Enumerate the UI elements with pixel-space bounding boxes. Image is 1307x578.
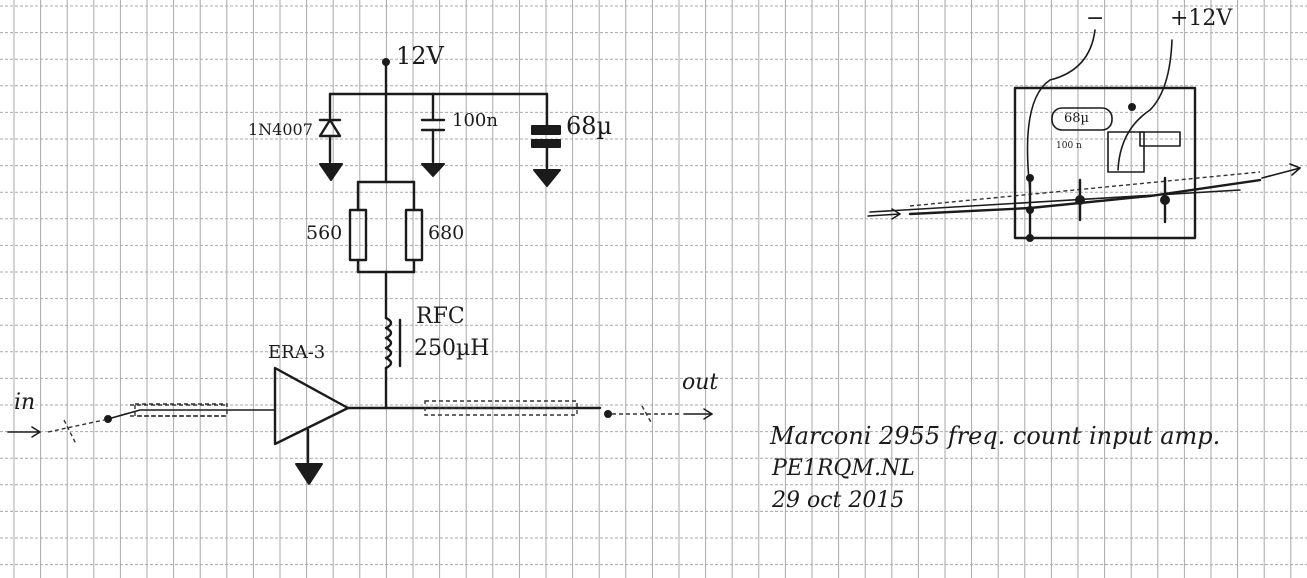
resistor2-label: 680 [428, 222, 465, 244]
note-title: Marconi 2955 freq. count input amp. [770, 422, 1221, 450]
capacitor-100n [420, 92, 446, 164]
board-minus-label: − [1086, 6, 1105, 31]
amp-label: ERA-3 [268, 342, 326, 363]
resistor1-label: 560 [306, 222, 343, 244]
note-date: 29 oct 2015 [772, 488, 905, 513]
diode-label: 1N4007 [248, 120, 313, 139]
board-small-cap-label: 100 n [1056, 141, 1082, 151]
note-callsign: PE1RQM.NL [772, 456, 915, 481]
ground-symbol-cap1 [421, 163, 445, 177]
cap1-label: 100n [452, 110, 498, 131]
input-line [7, 403, 276, 445]
supply-rail [328, 58, 549, 184]
ground-symbol-cap2 [533, 169, 561, 187]
supply-voltage-label: 12V [396, 42, 444, 70]
capacitor-68u [531, 92, 561, 170]
output-line [424, 400, 713, 425]
input-label: in [14, 390, 36, 415]
diode-1n4007 [318, 92, 342, 164]
choke-label: RFC [416, 304, 465, 329]
ground-symbol-diode [319, 163, 343, 181]
board-cap-label: 68µ [1064, 111, 1089, 126]
choke-value: 250µH [414, 336, 490, 361]
resistor-pair [348, 180, 424, 320]
board-plus-label: +12V [1170, 6, 1233, 31]
ground-symbol-amp [295, 463, 323, 485]
cap2-label: 68µ [566, 112, 613, 140]
rf-choke [384, 316, 402, 410]
output-label: out [682, 370, 719, 395]
board-layout-sketch [867, 29, 1301, 242]
